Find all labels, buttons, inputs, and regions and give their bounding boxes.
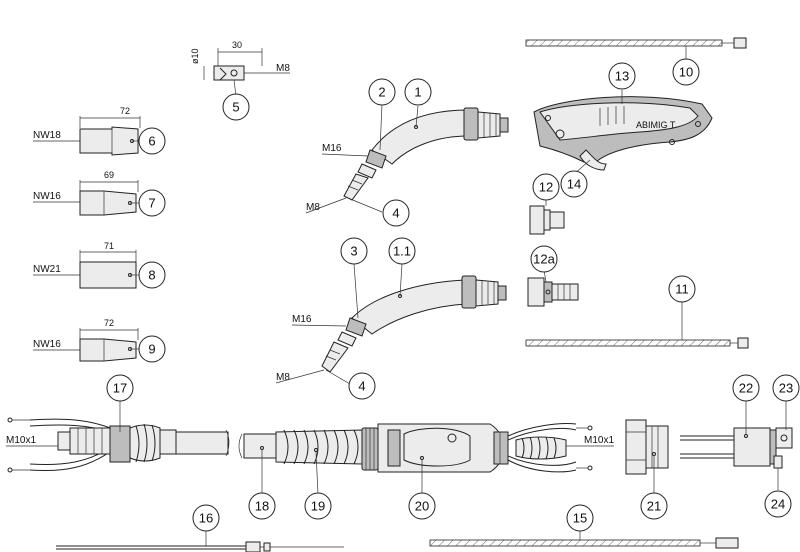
liner-item-16 (56, 530, 344, 552)
svg-text:12: 12 (539, 180, 553, 195)
svg-text:11: 11 (675, 282, 689, 297)
svg-text:13: 13 (615, 69, 629, 84)
connector-pin-item-24 (773, 455, 783, 490)
label-m8-neck1: M8 (306, 202, 320, 213)
svg-text:10: 10 (679, 65, 693, 80)
label-m8-neck2: M8 (276, 372, 290, 383)
label-nw21: NW21 (33, 264, 61, 275)
svg-text:7: 7 (148, 196, 155, 211)
svg-text:1.1: 1.1 (393, 244, 411, 259)
contact-tip-item-5: 30 ø10 M8 (190, 40, 290, 97)
handle-brand-text: ABIMIG T (636, 120, 676, 130)
callout-11: 11 (668, 275, 696, 303)
svg-text:20: 20 (415, 499, 429, 514)
liner-item-15 (429, 530, 739, 549)
svg-text:9: 9 (148, 342, 155, 357)
callout-24: 24 (764, 490, 792, 518)
liner-item-10 (525, 37, 747, 60)
rear-handle-item-20: M10x1 (361, 423, 614, 494)
callout-12a: 12a (530, 245, 558, 273)
callout-10: 10 (672, 58, 700, 86)
svg-text:19: 19 (311, 499, 325, 514)
dim-71: 71 (104, 241, 114, 251)
svg-text:23: 23 (779, 381, 793, 396)
callout-21: 21 (640, 492, 668, 520)
svg-text:5: 5 (232, 100, 239, 115)
svg-text:16: 16 (199, 511, 213, 526)
svg-text:4: 4 (358, 379, 365, 394)
nozzle-item-8: 71 NW21 (33, 241, 140, 289)
svg-text:8: 8 (148, 268, 155, 283)
svg-text:12a: 12a (533, 252, 555, 267)
callout-6: 6 (138, 127, 166, 155)
cable-connector-item-17: M10x1 (6, 400, 230, 473)
svg-text:6: 6 (148, 134, 155, 149)
callout-4-upper: 4 (382, 199, 410, 227)
callouts: 1 2 3 4 4 5 6 7 8 9 10 11 1.1 12 12a 13 … (106, 58, 800, 532)
svg-text:4: 4 (392, 206, 399, 221)
callout-1-1: 1.1 (388, 237, 416, 265)
label-m10x1-left: M10x1 (6, 435, 36, 446)
label-m16-neck1: M16 (322, 143, 342, 154)
callout-7: 7 (138, 189, 166, 217)
nozzle-item-6: 72 NW18 (33, 106, 142, 156)
callout-17: 17 (106, 374, 134, 402)
svg-text:2: 2 (378, 85, 385, 100)
callout-9: 9 (138, 335, 166, 363)
svg-text:3: 3 (350, 244, 357, 259)
callout-19: 19 (304, 492, 332, 520)
label-m16-neck2: M16 (292, 314, 312, 325)
callout-23: 23 (772, 374, 800, 402)
callout-2: 2 (368, 78, 396, 106)
svg-text:24: 24 (771, 497, 785, 512)
connector-nut-item-21 (625, 419, 669, 494)
callout-22: 22 (732, 374, 760, 402)
callout-3: 3 (340, 237, 368, 265)
svg-text:18: 18 (255, 499, 269, 514)
svg-text:1: 1 (414, 85, 421, 100)
swan-neck-item-1: M16 M8 (305, 103, 509, 214)
label-m8-tip: M8 (276, 63, 290, 74)
handle-item-13: ABIMIG T (533, 90, 713, 177)
callout-14: 14 (560, 170, 588, 198)
adapter-item-12 (529, 196, 565, 235)
svg-text:15: 15 (573, 511, 587, 526)
liner-item-11 (525, 300, 749, 349)
dim-dia10: ø10 (190, 48, 200, 64)
callout-12: 12 (532, 173, 560, 201)
dim-69: 69 (104, 170, 114, 180)
dim-72-b: 72 (104, 318, 114, 328)
svg-text:17: 17 (113, 381, 127, 396)
svg-text:14: 14 (567, 177, 581, 192)
callout-13: 13 (608, 62, 636, 90)
label-nw16-a: NW16 (33, 191, 61, 202)
callout-8: 8 (138, 261, 166, 289)
callout-1: 1 (404, 78, 432, 106)
connector-cap-item-23 (775, 400, 793, 449)
label-nw18: NW18 (33, 130, 61, 141)
swan-neck-item-1-1: M16 M8 (275, 263, 507, 385)
callout-15: 15 (566, 504, 594, 532)
callout-16: 16 (192, 504, 220, 532)
adapter-item-12a (527, 269, 579, 307)
nozzle-item-7: 69 NW16 (33, 170, 140, 216)
svg-text:22: 22 (739, 381, 753, 396)
label-nw16-b: NW16 (33, 339, 61, 350)
hose-item-18 (238, 433, 277, 494)
callout-20: 20 (408, 492, 436, 520)
dim-30: 30 (232, 40, 242, 50)
callout-18: 18 (248, 492, 276, 520)
central-connector-item-22 (680, 400, 777, 467)
callout-5: 5 (222, 93, 250, 121)
callout-4-lower: 4 (348, 372, 376, 400)
dim-72-a: 72 (120, 106, 130, 116)
nozzle-item-9: 72 NW16 (33, 318, 140, 362)
svg-text:21: 21 (647, 499, 661, 514)
label-m10x1-right: M10x1 (584, 435, 614, 446)
spring-item-19 (275, 429, 363, 495)
